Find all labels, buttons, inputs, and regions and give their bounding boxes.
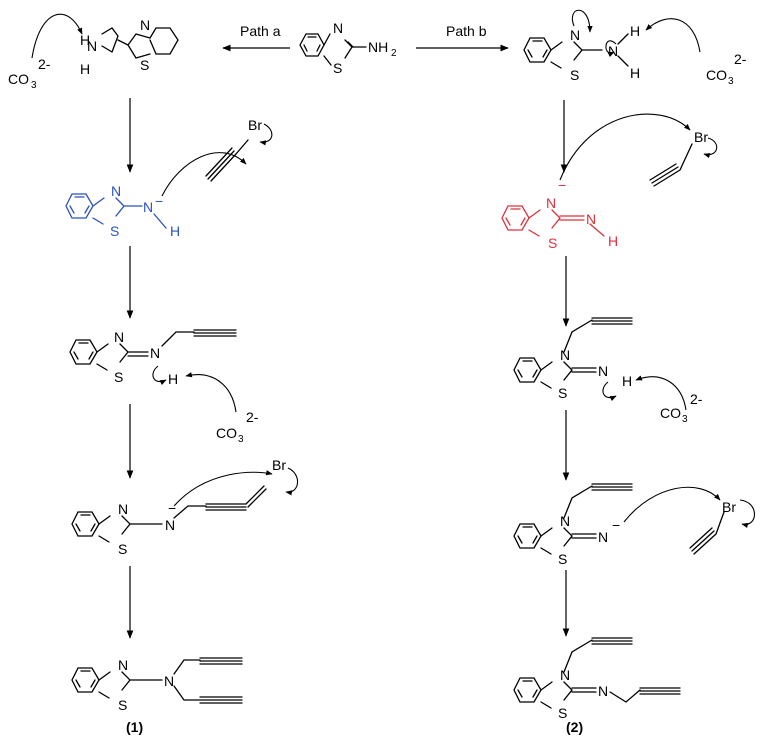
propargyl-bromide-left: Br: [205, 117, 273, 182]
product-1: N S N (1): [71, 657, 243, 735]
atom-n: N: [586, 211, 596, 227]
atom-h: H: [80, 61, 90, 77]
compound-1-label: (1): [126, 719, 143, 735]
left-amine: H N H N S CO 3 2-: [8, 13, 179, 91]
propargyl-bromide-right: Br: [649, 129, 718, 187]
atom-h: H: [630, 65, 640, 81]
atom-n: N: [164, 673, 174, 689]
carbonate: CO: [216, 425, 237, 441]
atom-br: Br: [722, 499, 736, 515]
compound-2-label: (2): [566, 719, 583, 735]
starting-material: N S NH 2: [299, 20, 397, 76]
atom-br: Br: [248, 117, 262, 133]
atom-n: N: [608, 43, 618, 59]
atom-s: S: [333, 60, 342, 76]
left-n-propargyl: N S N H CO 3 2-: [69, 329, 259, 445]
amine-subscript: 2: [391, 48, 397, 59]
atom-br: Br: [694, 129, 708, 145]
path-a-label: Path a: [240, 23, 281, 39]
atom-n: N: [560, 667, 570, 683]
path-b-arrow: Path b: [416, 23, 509, 52]
atom-n: N: [111, 183, 121, 199]
atom-h: H: [608, 233, 618, 249]
atom-n: N: [570, 27, 580, 43]
atom-s: S: [114, 369, 123, 385]
atom-n: N: [560, 347, 570, 363]
atom-n: N: [165, 517, 175, 533]
atom-h: H: [622, 373, 632, 389]
atom-s: S: [570, 67, 579, 83]
carbonate-subscript: 3: [728, 76, 734, 87]
carbonate: CO: [706, 67, 727, 83]
carbonate-charge: 2-: [734, 51, 747, 67]
anion-charge: −: [155, 193, 163, 209]
atom-n: N: [140, 17, 150, 33]
anion-charge: −: [612, 517, 620, 533]
atom-s: S: [118, 541, 127, 557]
anion-charge: −: [558, 177, 566, 193]
carbonate: CO: [660, 405, 681, 421]
atom-s: S: [118, 697, 127, 713]
carbonate-charge: 2-: [38, 56, 51, 72]
anion-charge: −: [168, 500, 176, 516]
atom-s: S: [558, 705, 567, 721]
atom-h: H: [168, 371, 178, 387]
atom-n: N: [560, 513, 570, 529]
atom-n: N: [118, 501, 128, 517]
carbonate-charge: 2-: [690, 391, 703, 407]
atom-n: N: [114, 329, 124, 345]
atom-n: N: [87, 38, 97, 54]
atom-br: Br: [272, 457, 286, 473]
path-a-arrow: Path a: [222, 23, 290, 52]
carbonate-subscript: 3: [238, 434, 244, 445]
carbonate-subscript: 3: [31, 80, 37, 91]
atom-h: H: [170, 223, 180, 239]
atom-n: N: [143, 199, 153, 215]
atom-s: S: [558, 385, 567, 401]
carbonate-subscript: 3: [682, 414, 688, 425]
atom-s: S: [110, 223, 119, 239]
atom-n: N: [118, 657, 128, 673]
right-amine: N S N H H CO 3 2-: [523, 9, 747, 87]
atom-n: N: [546, 195, 556, 211]
amine-nh: NH: [368, 39, 388, 55]
atom-h: H: [80, 32, 90, 48]
right-n-propargyl: N S N H CO 3 2-: [513, 317, 703, 425]
atom-n: N: [333, 20, 343, 36]
carbonate: CO: [8, 71, 29, 87]
atom-s: S: [140, 57, 149, 73]
anion-b: N − S N H: [501, 113, 691, 251]
right-imine-anion: N S N − Br: [513, 483, 756, 567]
product-2: N S N (2): [513, 637, 681, 735]
atom-h: H: [630, 23, 640, 39]
atom-s: S: [558, 551, 567, 567]
left-amide-anion: N S N − Br: [71, 457, 299, 557]
path-b-label: Path b: [446, 23, 487, 39]
atom-n: N: [598, 683, 608, 699]
atom-n: N: [150, 345, 160, 361]
atom-s: S: [548, 235, 557, 251]
atom-n: N: [598, 529, 608, 545]
carbonate-charge: 2-: [246, 409, 259, 425]
atom-n: N: [598, 363, 608, 379]
anion-a: N S N − H: [65, 152, 247, 239]
